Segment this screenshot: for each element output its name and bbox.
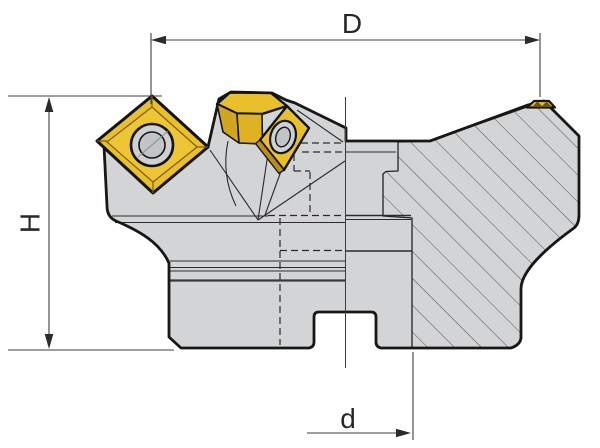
- cutter-body: [102, 90, 581, 350]
- dim-D-arrow-right: [525, 35, 540, 45]
- insert-left: [95, 94, 210, 195]
- body-outline: [102, 90, 581, 350]
- bore-step-lines: [346, 151, 412, 252]
- dim-H-arrow-bottom: [44, 334, 54, 349]
- dim-D-label: D: [342, 8, 362, 39]
- insert-tip-body: [525, 99, 557, 109]
- dim-H-arrow-top: [44, 97, 54, 112]
- insert-center-bottom-edge: [254, 139, 285, 175]
- dimension-H: H: [8, 95, 174, 351]
- dimension-d: d: [307, 352, 414, 440]
- insert-left-corner-facets: [97, 96, 208, 193]
- hidden-bore-dashed-lines: [268, 142, 345, 345]
- insert-center: [215, 91, 311, 175]
- insert-left-hole-shine: [137, 130, 169, 158]
- dimension-D: D: [150, 8, 541, 104]
- dim-d-arrow: [396, 428, 411, 438]
- insert-center-hole: [268, 119, 298, 155]
- dim-d-label: d: [340, 403, 356, 434]
- insert-tip: [525, 99, 557, 109]
- dim-H-label: H: [15, 213, 46, 233]
- dim-D-arrow-left: [151, 35, 166, 45]
- flange-and-groove-lines: [112, 215, 345, 282]
- hatch-section: [382, 100, 580, 349]
- insert-center-front-face: [236, 112, 264, 145]
- insert-tip-marks: [533, 101, 551, 106]
